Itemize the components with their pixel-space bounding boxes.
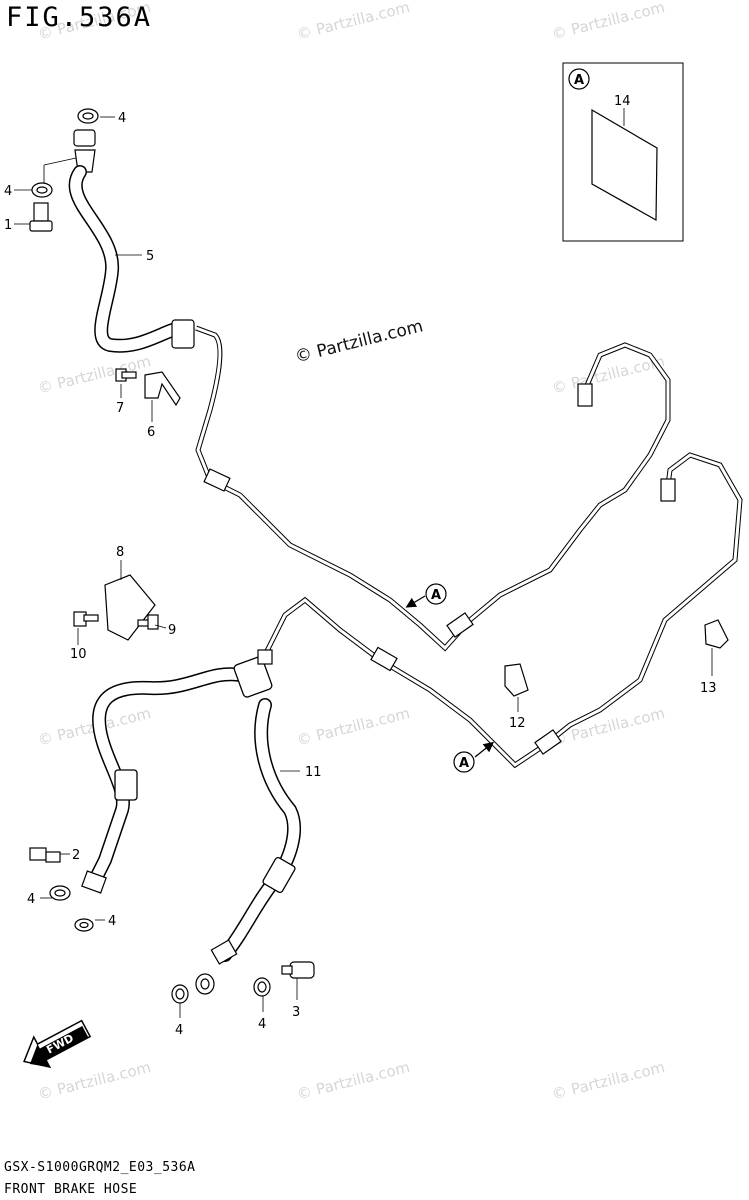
lower-brake-hoses: [81, 649, 301, 965]
callout-number: 11: [305, 765, 322, 780]
callout-number: 4: [4, 184, 12, 199]
callout-number: 5: [146, 249, 154, 264]
leader-lines: [14, 116, 713, 1018]
label-sheet-part: [591, 108, 658, 222]
inset-view-a: A: [562, 62, 684, 242]
banjo-bolt-icon: [289, 961, 315, 979]
callout-number: 3: [292, 1005, 300, 1020]
callout-number: 4: [258, 1017, 266, 1032]
callout-number: 4: [118, 111, 126, 126]
callout-number: 1: [4, 218, 12, 233]
svg-text:A: A: [431, 588, 441, 603]
bracket-icon: [144, 371, 181, 407]
callout-number: 6: [147, 425, 155, 440]
callout-number: 4: [108, 914, 116, 929]
callout-number: 7: [116, 401, 124, 416]
view-marker-label: A: [574, 73, 584, 88]
bolt-icon: [33, 202, 49, 222]
callout-number: 10: [70, 647, 87, 662]
callout-number: 13: [700, 681, 717, 696]
callout-labels: 4 4 1 5 7 6 8 9 10 11 2 4 4 4 4 3 12 13 …: [4, 94, 717, 1038]
callout-number: 4: [175, 1023, 183, 1038]
fwd-arrow-icon: FWD: [23, 1019, 92, 1069]
callout-number: 8: [116, 545, 124, 560]
upper-brake-pipe: [203, 342, 671, 652]
callout-number: 14: [614, 94, 631, 109]
callout-number: 2: [72, 848, 80, 863]
clamp-icon: [704, 619, 729, 649]
clamp-icon: [504, 663, 529, 697]
svg-text:A: A: [459, 756, 469, 771]
routing-marker-a: A: [453, 741, 495, 773]
bolt-icon: [29, 847, 47, 861]
routing-marker-a: A: [405, 583, 447, 608]
callout-number: 4: [27, 892, 35, 907]
callout-number: 12: [509, 716, 526, 731]
bracket-icon: [104, 574, 156, 641]
fittings: [29, 108, 729, 1004]
figure-title: FIG.536A: [6, 2, 153, 33]
upper-brake-hose: [68, 129, 223, 481]
footer-section-name: FRONT BRAKE HOSE: [4, 1182, 138, 1197]
callout-number: 9: [168, 623, 176, 638]
lower-brake-pipe: [262, 452, 743, 769]
footer-model-code: GSX-S1000GRQM2_E03_536A: [4, 1160, 196, 1175]
